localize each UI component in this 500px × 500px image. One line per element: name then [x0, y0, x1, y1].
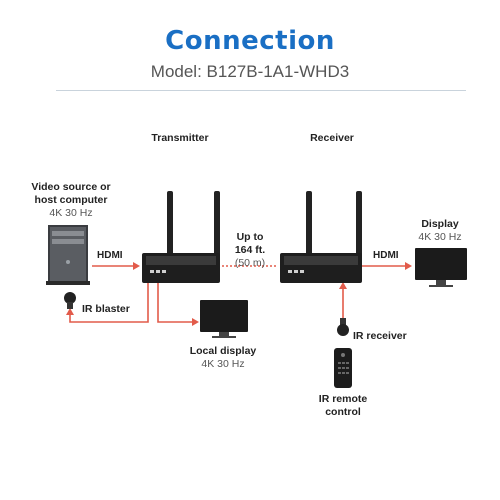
receiver-device-icon [280, 191, 362, 283]
ir-remote-label: IR remote control [318, 393, 368, 418]
arrowheads [66, 262, 412, 326]
distance-label: Up to 164 ft. (50 m) [234, 231, 266, 269]
header-divider [56, 90, 466, 91]
transmitter-label: Transmitter [151, 132, 209, 144]
ir-blaster-label: IR blaster [82, 303, 130, 315]
ir-receiver-label: IR receiver [353, 330, 407, 342]
display-label: Display 4K 30 Hz [418, 218, 462, 243]
transmitter-device-icon [142, 191, 220, 283]
model-subtitle: Model: B127B-1A1-WHD3 [150, 62, 350, 81]
connector-lines [69, 265, 408, 323]
local-display-line [157, 283, 195, 323]
ir-blaster-line [69, 283, 149, 323]
ir-receiver-icon [337, 318, 349, 336]
arrow-local-display [192, 318, 199, 326]
local-display-label: Local display 4K 30 Hz [189, 345, 257, 370]
arrow-ir-blaster [66, 308, 74, 315]
hdmi-label-left: HDMI [97, 250, 123, 261]
computer-tower-icon [46, 225, 90, 285]
display-monitor-icon [415, 248, 467, 287]
arrow-transmitter-in [133, 262, 140, 270]
page-title: Connection [165, 26, 335, 56]
source-label: Video source or host computer 4K 30 Hz [31, 181, 111, 219]
local-display-icon [200, 300, 248, 338]
ir-remote-icon [334, 348, 352, 388]
arrow-receiver-in [339, 282, 347, 289]
hdmi-label-right: HDMI [373, 250, 399, 261]
ir-blaster-icon [64, 292, 76, 309]
arrow-display-in [405, 262, 412, 270]
receiver-label: Receiver [310, 132, 354, 144]
